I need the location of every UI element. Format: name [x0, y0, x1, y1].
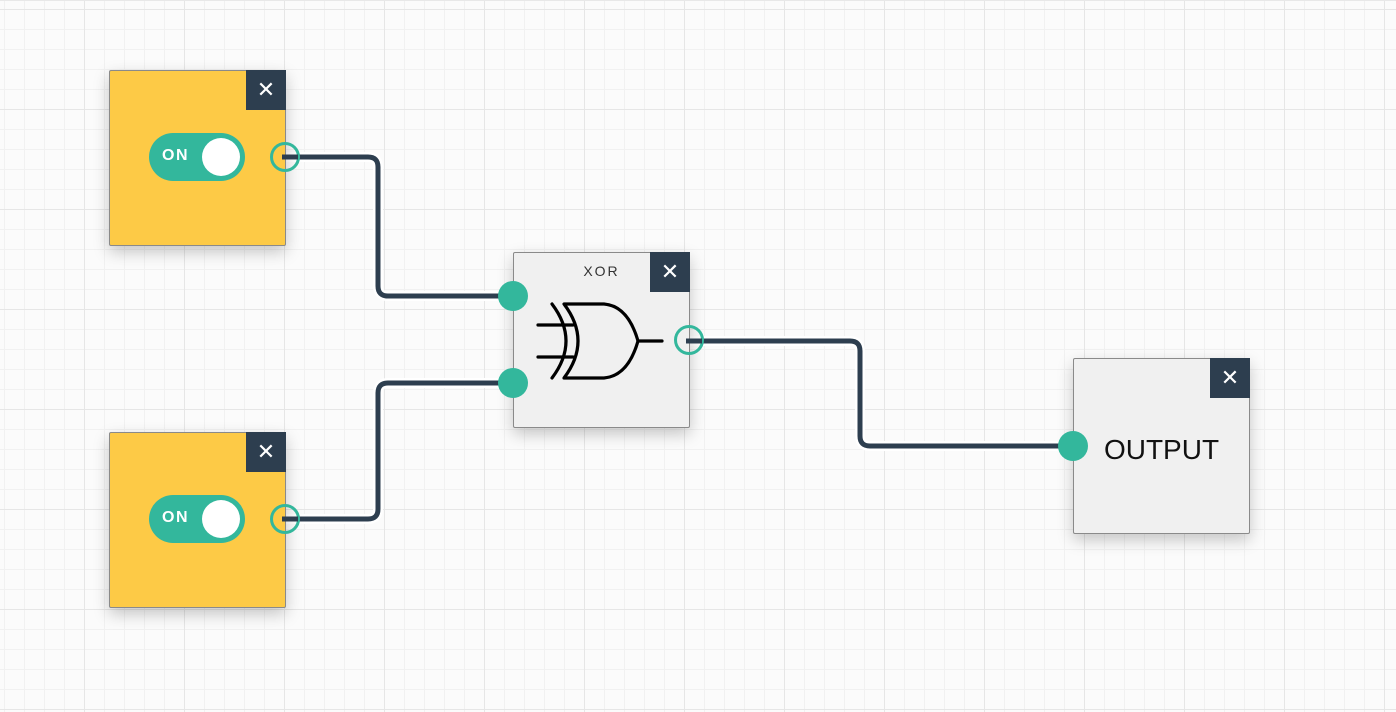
xor-gate-node[interactable]: XOR ✕	[513, 252, 690, 428]
toggle-knob	[202, 500, 240, 538]
switch-node-2[interactable]: ✕ ON	[109, 432, 286, 608]
wire-halo	[281, 152, 517, 301]
switch2-output-port[interactable]	[270, 504, 300, 534]
toggle-state-label: ON	[162, 147, 189, 164]
output-label: OUTPUT	[1103, 434, 1220, 465]
xor-output-port[interactable]	[674, 325, 704, 355]
close-icon[interactable]: ✕	[1210, 358, 1250, 398]
gate-title: XOR	[583, 263, 620, 279]
wire-halo	[281, 378, 517, 524]
on-off-toggle[interactable]: ON	[149, 133, 245, 181]
xor-input-port-b[interactable]	[498, 368, 528, 398]
xor-gate-icon	[536, 302, 664, 380]
wire-halo	[685, 336, 1077, 451]
output-input-port[interactable]	[1058, 431, 1088, 461]
output-node[interactable]: ✕ OUTPUT	[1073, 358, 1250, 534]
switch1-output-port[interactable]	[270, 142, 300, 172]
xor-input-port-a[interactable]	[498, 281, 528, 311]
toggle-knob	[202, 138, 240, 176]
wire-switch1-to-xor-a[interactable]	[283, 154, 515, 299]
close-icon[interactable]: ✕	[650, 252, 690, 292]
switch-node-1[interactable]: ✕ ON	[109, 70, 286, 246]
toggle-state-label: ON	[162, 509, 189, 526]
wire-switch2-to-xor-b[interactable]	[283, 380, 515, 522]
close-icon[interactable]: ✕	[246, 432, 286, 472]
wire-xor-to-output[interactable]	[687, 338, 1075, 449]
close-icon[interactable]: ✕	[246, 70, 286, 110]
on-off-toggle[interactable]: ON	[149, 495, 245, 543]
